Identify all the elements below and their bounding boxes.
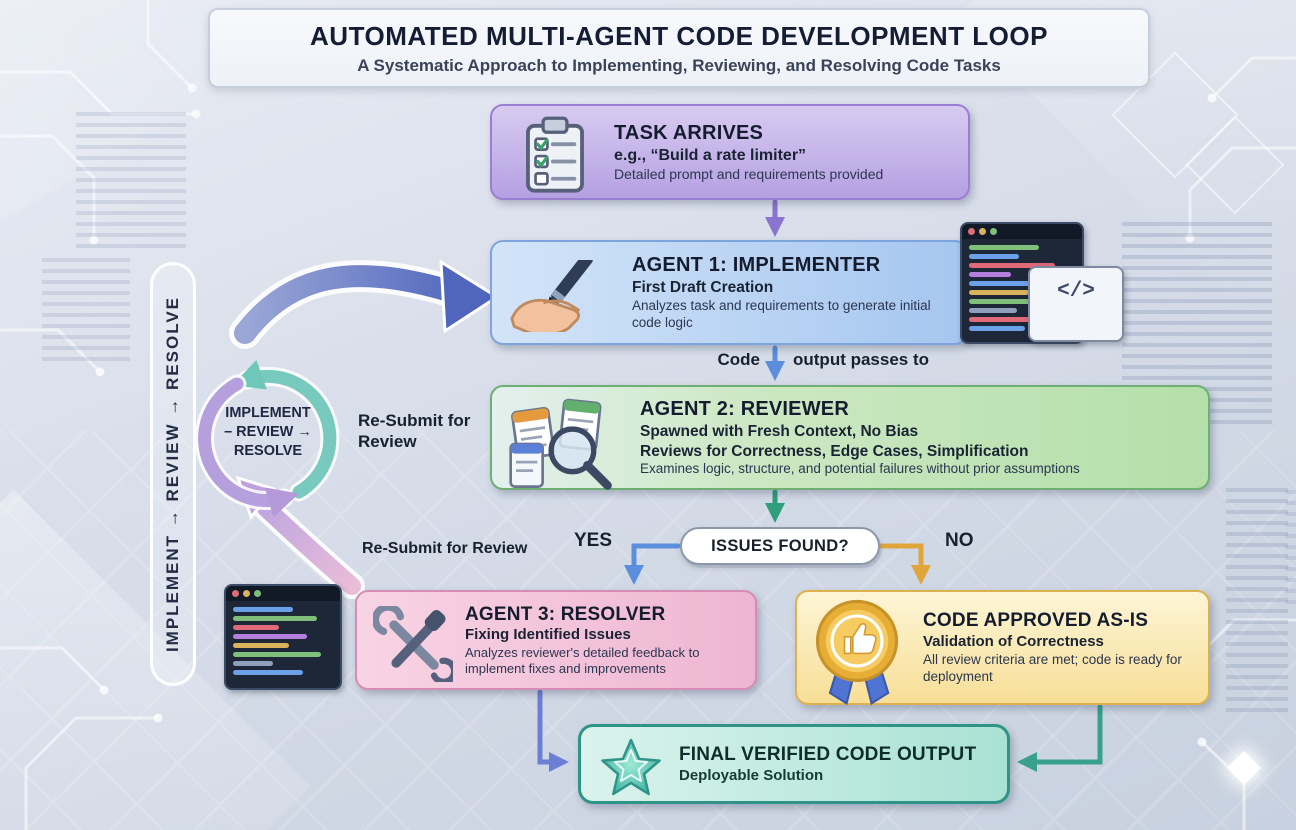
edge-label-no: NO	[945, 530, 974, 551]
agent2-focus: Reviews for Correctness, Edge Cases, Sim…	[640, 442, 1029, 460]
documents-magnifier-icon	[509, 398, 612, 490]
code-editor-illustration-small	[224, 584, 342, 690]
label-resubmit-for-review: Re-Submit for Review	[358, 411, 471, 452]
node-final-output: FINAL VERIFIED CODE OUTPUT Deployable So…	[578, 724, 1010, 804]
decor-faded-code	[1226, 488, 1288, 718]
edge-label-yes: YES	[574, 530, 613, 551]
agent1-subtitle: First Draft Creation	[632, 279, 774, 297]
agent3-desc: Analyzes reviewer's detailed feedback to…	[465, 645, 700, 677]
agent2-subtitle: Spawned with Fresh Context, No Bias	[640, 423, 919, 441]
loop-side-text: IMPLEMENT → REVIEW → RESOLVE	[163, 295, 182, 653]
approved-desc: All review criteria are met; code is rea…	[923, 651, 1182, 684]
agent1-title: AGENT 1: IMPLEMENTER	[632, 254, 881, 277]
agent3-title: AGENT 3: RESOLVER	[465, 603, 666, 625]
approved-subtitle: Validation of Correctness	[923, 633, 1104, 651]
diagram-title-box: AUTOMATED MULTI-AGENT CODE DEVELOPMENT L…	[208, 8, 1150, 88]
window-titlebar	[226, 586, 340, 601]
node-agent3-resolver: AGENT 3: RESOLVER Fixing Identified Issu…	[355, 590, 757, 690]
loop-line-2: – REVIEW →	[224, 423, 312, 440]
clipboard-icon	[526, 116, 584, 193]
agent3-subtitle: Fixing Identified Issues	[465, 626, 631, 644]
task-example: e.g., “Build a rate limiter”	[614, 146, 807, 164]
decor-faded-code	[1285, 490, 1296, 610]
crossed-tools-icon	[373, 606, 453, 682]
loop-side-label: IMPLEMENT → REVIEW → RESOLVE	[150, 262, 196, 686]
loop-cycle-label: IMPLEMENT – REVIEW → RESOLVE	[204, 404, 332, 461]
final-title: FINAL VERIFIED CODE OUTPUT	[679, 743, 977, 765]
edge-label-output-passes-to: output passes to	[793, 350, 930, 369]
agent1-desc: Analyzes task and requirements to genera…	[632, 297, 931, 330]
window-titlebar	[962, 224, 1082, 239]
loop-line-3: RESOLVE	[233, 442, 303, 459]
agent2-desc: Examines logic, structure, and potential…	[640, 460, 1080, 476]
decor-faded-code	[42, 258, 130, 368]
edge-label-code: Code	[717, 350, 761, 369]
task-title: TASK ARRIVES	[614, 121, 764, 144]
diagram-title: AUTOMATED MULTI-AGENT CODE DEVELOPMENT L…	[310, 21, 1048, 51]
node-code-approved: CODE APPROVED AS-IS Validation of Correc…	[795, 590, 1210, 706]
code-lines	[226, 601, 340, 681]
star-icon	[601, 738, 661, 796]
decor-faded-code	[76, 112, 186, 252]
writing-hand-icon	[510, 260, 593, 332]
decision-label: ISSUES FOUND?	[711, 536, 849, 555]
task-desc: Detailed prompt and requirements provide…	[614, 165, 884, 182]
node-agent1-implementer: AGENT 1: IMPLEMENTER First Draft Creatio…	[490, 240, 968, 345]
diagram-subtitle: A Systematic Approach to Implementing, R…	[357, 56, 1001, 75]
final-subtitle: Deployable Solution	[679, 766, 824, 784]
loop-line-1: IMPLEMENT	[225, 405, 311, 421]
label-resubmit-for-review-2: Re-Submit for Review	[362, 540, 528, 557]
code-lines	[962, 239, 1082, 337]
agent2-title: AGENT 2: REVIEWER	[640, 398, 849, 421]
approved-title: CODE APPROVED AS-IS	[923, 610, 1149, 632]
node-agent2-reviewer: AGENT 2: REVIEWER Spawned with Fresh Con…	[490, 385, 1210, 490]
code-snippet-illustration: </>	[1028, 266, 1124, 342]
code-glyph: </>	[1057, 280, 1095, 303]
approval-badge-icon	[815, 599, 899, 706]
decision-issues-found: ISSUES FOUND?	[680, 527, 880, 565]
node-task-arrives: TASK ARRIVES e.g., “Build a rate limiter…	[490, 104, 970, 200]
